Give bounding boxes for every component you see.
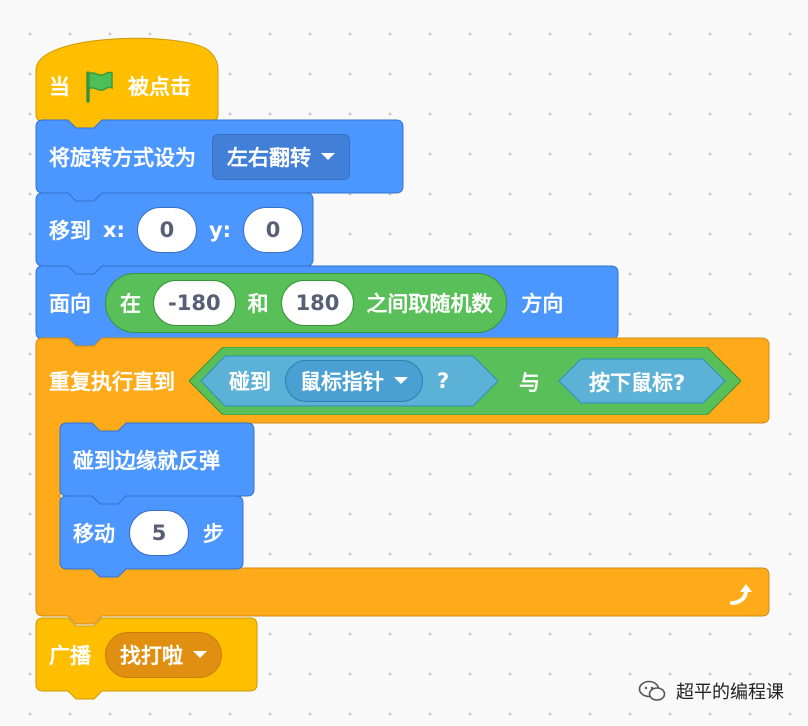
pick-random-reporter[interactable]: 在 -180 和 180 之间取随机数 [105,272,508,333]
broadcast-label: 广播 [49,643,91,668]
question-mark-label: ? [437,368,450,393]
rotation-label: 将旋转方式设为 [49,145,196,170]
touching-object-dropdown[interactable]: 鼠标指针 [285,359,423,402]
direction-label: 方向 [521,291,564,316]
broadcast-message-value: 找打啦 [120,643,183,668]
goto-label: 移到 [49,218,91,243]
steps-input[interactable]: 5 [129,509,189,556]
random-and-label: 和 [247,291,269,316]
x-label: x: [103,217,125,242]
rotation-style-value: 左右翻转 [227,145,311,170]
and-label: 与 [519,370,540,395]
hat-post-label: 被点击 [128,75,191,99]
repeat-until-label: 重复执行直到 [49,369,175,394]
random-pre-label: 在 [120,291,141,316]
broadcast-message-dropdown[interactable]: 找打啦 [105,631,222,678]
steps-suffix: 步 [203,521,224,546]
loop-arrow-icon [728,581,756,609]
touching-label: 碰到 [229,369,271,394]
rotation-style-dropdown[interactable]: 左右翻转 [212,133,350,180]
mouse-down-label: 按下鼠标? [589,370,686,395]
watermark-text: 超平的编程课 [676,682,784,703]
random-to-input[interactable]: 180 [280,279,355,326]
chevron-down-icon [193,651,207,658]
green-flag-icon [82,69,116,103]
x-input[interactable]: 0 [136,206,197,253]
hat-pre-label: 当 [49,75,70,99]
chevron-down-icon [321,153,335,160]
chevron-down-icon [394,377,408,384]
random-post-label: 之间取随机数 [366,291,493,316]
y-label: y: [208,217,232,242]
point-label: 面向 [49,291,91,316]
move-label: 移动 [73,521,115,546]
random-from-input[interactable]: -180 [153,279,236,326]
wechat-icon [638,680,666,702]
y-input[interactable]: 0 [243,206,304,253]
touching-object-value: 鼠标指针 [300,369,384,394]
watermark: 超平的编程课 [638,678,784,704]
and-operator[interactable]: 碰到 鼠标指针 ? 与 按下鼠标? [189,346,741,415]
bounce-label: 碰到边缘就反弹 [73,448,220,473]
